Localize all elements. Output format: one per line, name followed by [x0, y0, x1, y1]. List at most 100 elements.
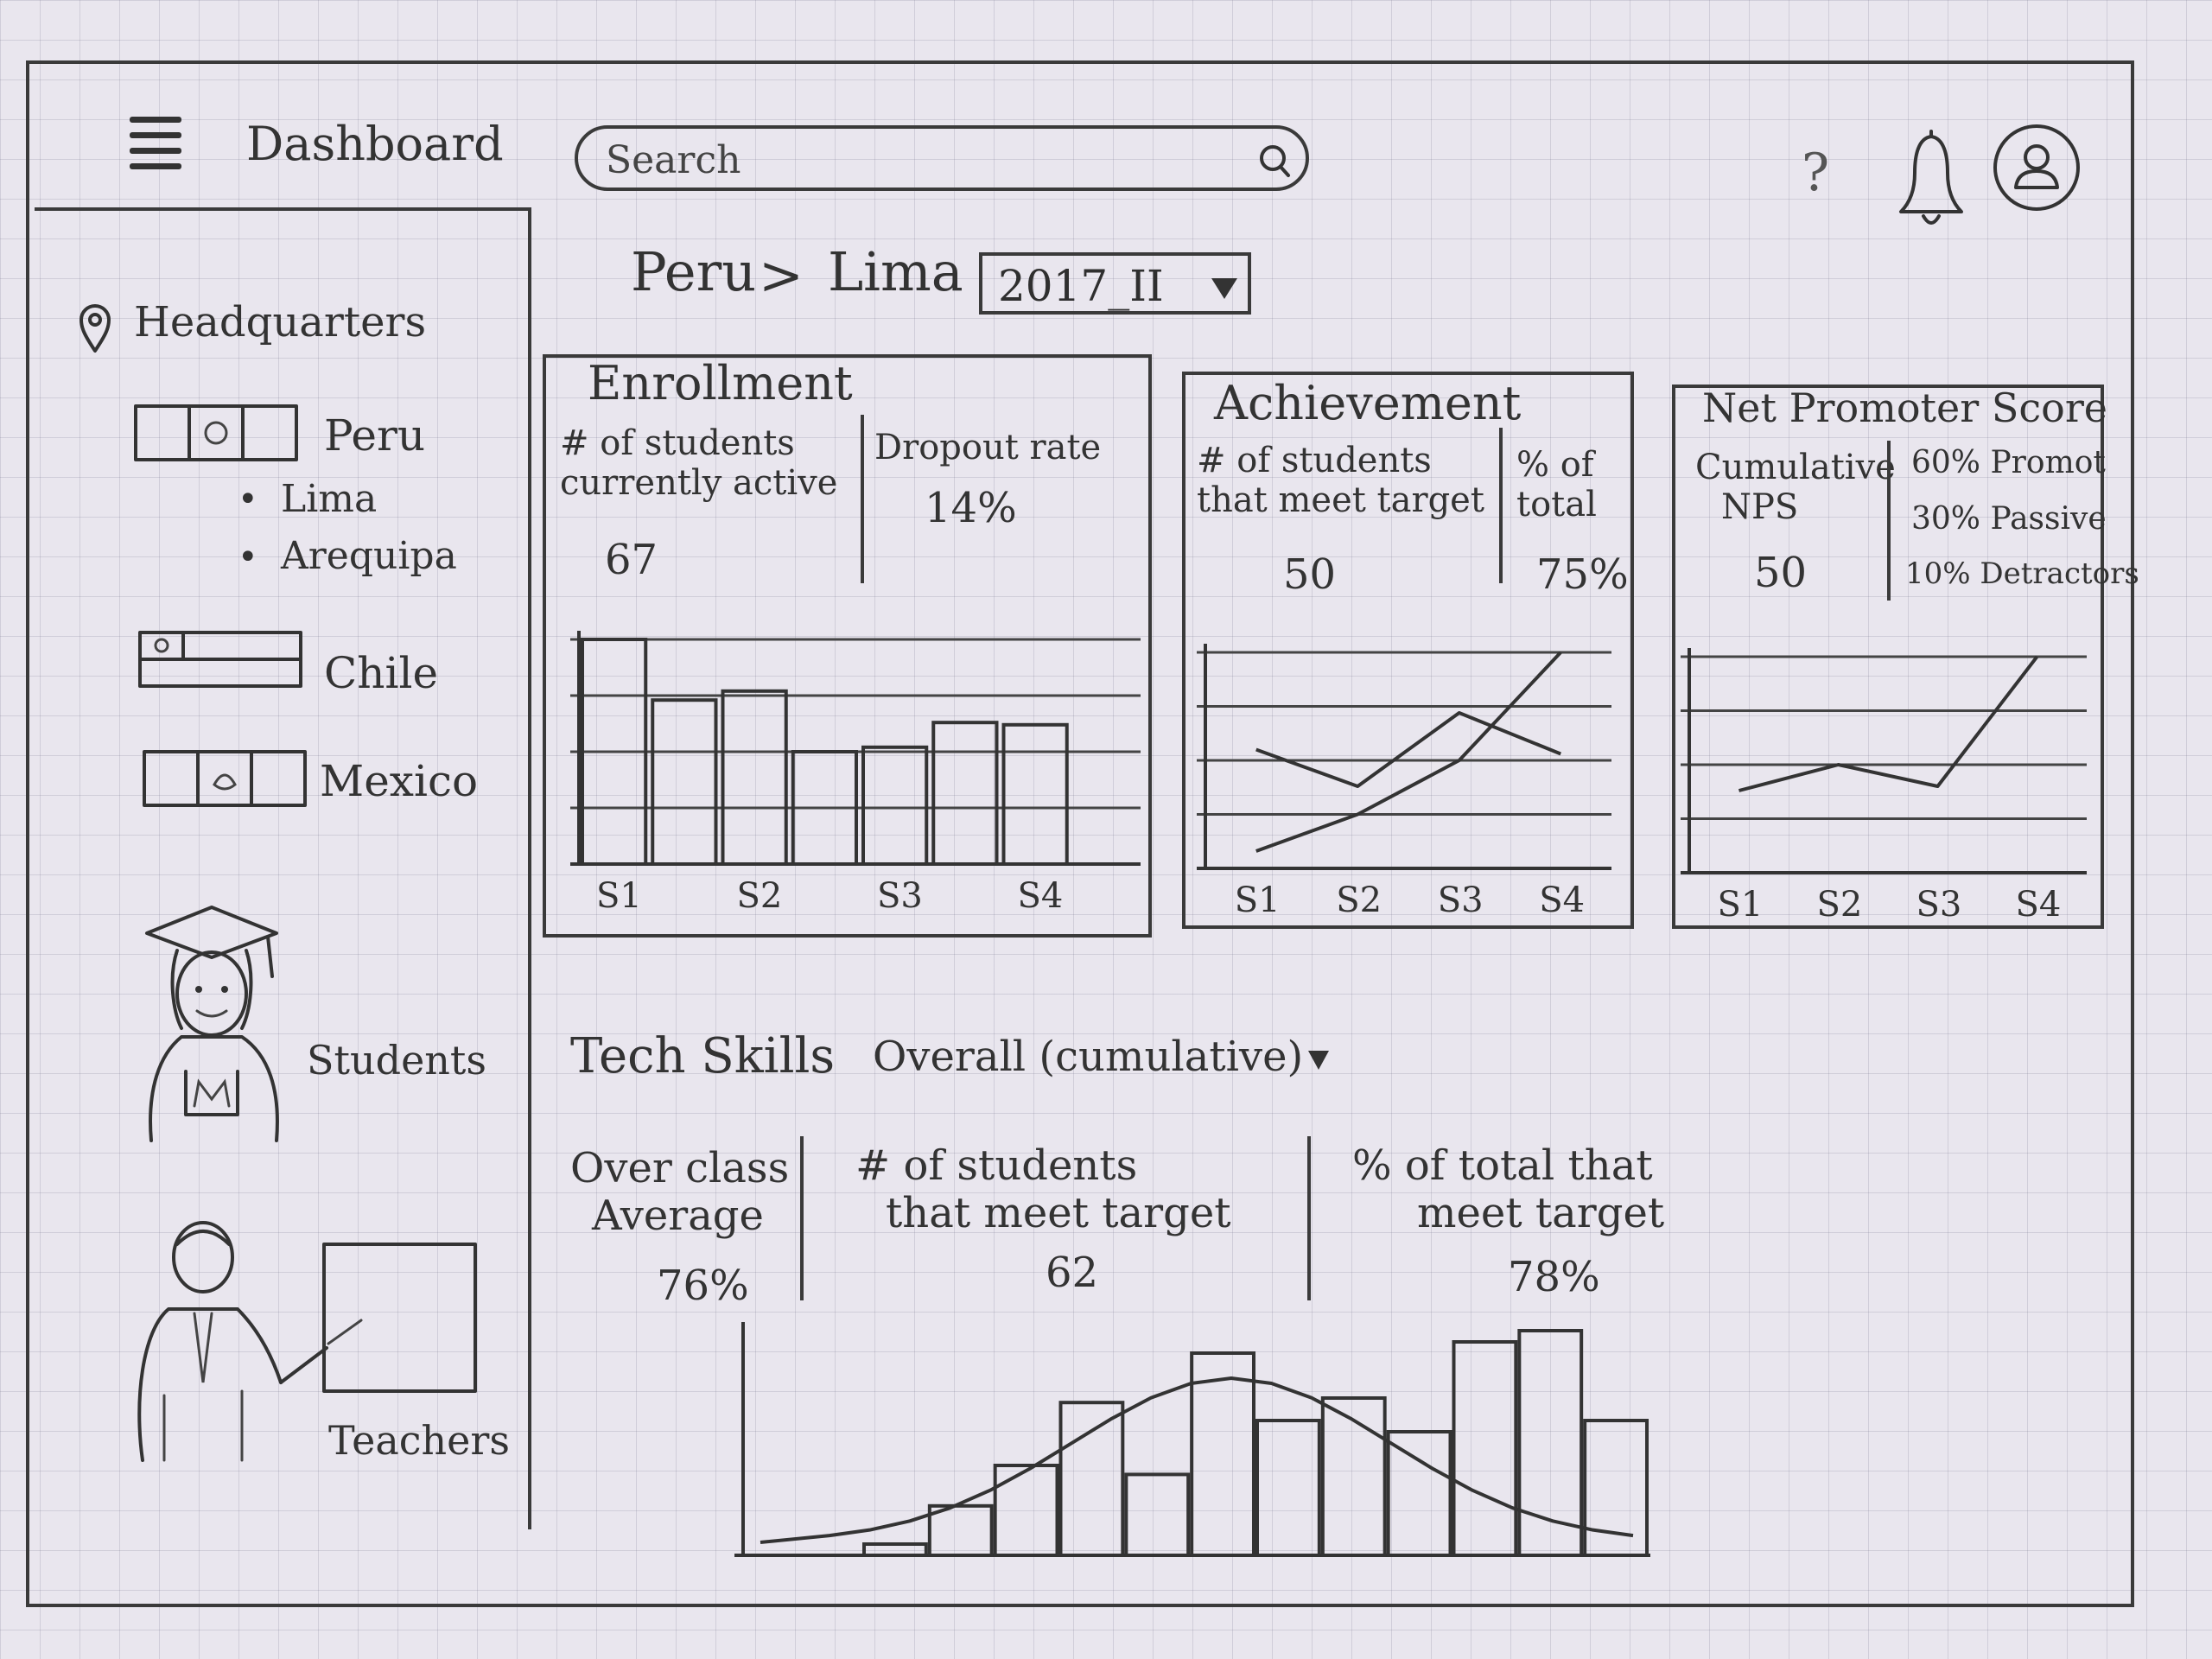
term-dropdown[interactable]: 2017_II	[979, 252, 1251, 315]
user-avatar-icon[interactable]	[1992, 123, 2082, 213]
peru-flag-icon	[134, 404, 298, 461]
bar	[1124, 1472, 1191, 1557]
divider	[1499, 428, 1503, 583]
sidebar-item-arequipa[interactable]: Arequipa	[281, 534, 457, 578]
mexico-flag-icon	[143, 750, 307, 807]
search-bar[interactable]	[575, 125, 1309, 191]
tech-average-value: 76%	[657, 1262, 749, 1310]
x-tick-label: S4	[1018, 876, 1064, 916]
nps-passive: 30% Passive	[1911, 501, 2107, 537]
bullet: •	[238, 537, 258, 577]
x-tick-label: S4	[1539, 880, 1585, 920]
search-input[interactable]	[604, 136, 1212, 184]
x-tick-label: S1	[596, 876, 642, 916]
bar	[1517, 1329, 1584, 1557]
series-line	[1255, 711, 1561, 788]
sidebar-item-teachers[interactable]: Teachers	[328, 1417, 510, 1464]
help-icon[interactable]: ?	[1802, 143, 1830, 203]
bar	[861, 745, 929, 866]
x-tick-label: S4	[2016, 885, 2062, 925]
x-tick-label: S3	[1916, 885, 1962, 925]
sidebar-item-peru[interactable]: Peru	[324, 410, 426, 461]
sidebar-item-lima[interactable]: Lima	[281, 477, 378, 521]
nps-promoters: 60% Promot	[1911, 445, 2106, 480]
bar	[1386, 1430, 1452, 1557]
achievement-met-value: 50	[1283, 550, 1337, 599]
achievement-title: Achievement	[1214, 376, 1522, 430]
bar	[651, 698, 718, 866]
nps-title: Net Promoter Score	[1702, 385, 2108, 431]
x-tick-label: S3	[877, 876, 923, 916]
tech-met-value: 62	[1046, 1249, 1099, 1297]
x-tick-label: S2	[1336, 880, 1382, 920]
enrollment-active-value: 67	[605, 536, 658, 584]
menu-icon[interactable]	[130, 117, 181, 186]
bar	[581, 638, 648, 866]
nps-detractors: 10% Detractors	[1905, 556, 2139, 591]
bar	[1320, 1396, 1387, 1557]
app-frame	[26, 60, 2134, 1607]
graduate-student-icon	[145, 906, 279, 1142]
nps-cumulative-value: 50	[1754, 549, 1808, 597]
bell-icon[interactable]	[1892, 130, 1970, 233]
bar	[1001, 722, 1069, 866]
chevron-down-icon	[1211, 278, 1237, 299]
teacher-icon	[137, 1221, 477, 1462]
breadcrumb-country[interactable]: Peru	[631, 240, 757, 303]
term-value: 2017_II	[998, 261, 1164, 311]
sidebar-item-mexico[interactable]: Mexico	[320, 756, 479, 806]
sidebar-section-headquarters[interactable]: Headquarters	[134, 298, 427, 346]
tech-filter-value: Overall (cumulative)	[873, 1033, 1304, 1081]
x-tick-label: S2	[1817, 885, 1863, 925]
bar	[791, 750, 858, 866]
sidebar	[35, 207, 531, 1529]
sidebar-item-students[interactable]: Students	[307, 1037, 487, 1084]
enrollment-card	[543, 354, 1152, 938]
breadcrumb-separator: >	[759, 244, 804, 307]
bar	[1452, 1340, 1518, 1557]
bar	[1583, 1419, 1649, 1557]
enrollment-dropout-label: Dropout rate	[874, 428, 1102, 467]
divider	[1307, 1136, 1311, 1300]
enrollment-dropout-value: 14%	[925, 484, 1017, 532]
bar	[927, 1503, 994, 1558]
bar	[862, 1542, 928, 1557]
bar	[931, 721, 999, 866]
series-line	[1255, 651, 1562, 853]
chile-flag-icon	[138, 631, 302, 688]
breadcrumb-city[interactable]: Lima	[828, 240, 963, 303]
x-tick-label: S2	[737, 876, 783, 916]
search-icon[interactable]	[1255, 143, 1294, 181]
app-title: Dashboard	[246, 117, 504, 171]
achievement-pct-value: 75%	[1536, 550, 1629, 599]
nps-chart: S1 S2 S3 S4	[1681, 648, 2087, 925]
divider	[800, 1136, 804, 1300]
x-tick-label: S1	[1718, 885, 1764, 925]
series-line	[1738, 655, 2039, 792]
divider	[861, 415, 864, 583]
chevron-down-icon	[1308, 1050, 1330, 1070]
tech-pct-value: 78%	[1508, 1253, 1600, 1301]
bar	[1058, 1401, 1125, 1557]
enrollment-chart: S1 S2 S3 S4	[570, 631, 1141, 916]
tech-filter-dropdown[interactable]: Overall (cumulative)	[873, 1033, 1330, 1081]
bar	[1190, 1351, 1256, 1557]
sidebar-item-chile[interactable]: Chile	[324, 648, 439, 698]
enrollment-title: Enrollment	[588, 356, 853, 410]
nps-card	[1672, 385, 2104, 929]
bar	[721, 689, 788, 866]
bullet: •	[238, 480, 258, 519]
bar	[1255, 1419, 1321, 1557]
x-tick-label: S1	[1235, 880, 1281, 920]
distribution-curve	[760, 1376, 1634, 1544]
bar	[993, 1464, 1059, 1557]
tech-skills-chart	[734, 1322, 1650, 1558]
